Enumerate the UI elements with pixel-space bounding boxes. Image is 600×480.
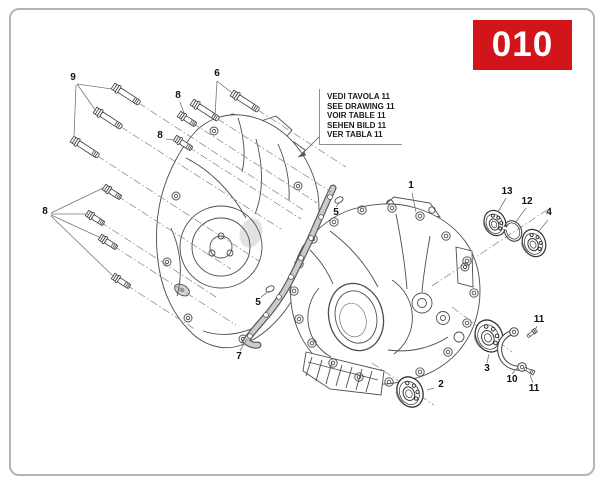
callout-11: 11 <box>528 383 540 394</box>
callout-8: 8 <box>157 130 163 141</box>
callout-9: 9 <box>70 72 76 83</box>
crankcase-right-half <box>289 196 481 396</box>
bolt-8 <box>84 209 107 228</box>
bearing-13 <box>482 209 507 237</box>
bolt-9 <box>92 105 125 132</box>
bolt-9 <box>110 81 143 108</box>
note-line: SEHEN BILD 11 <box>327 120 387 130</box>
dowel-pin <box>334 196 344 204</box>
note-line: SEE DRAWING 11 <box>327 101 395 111</box>
callout-13: 13 <box>501 186 513 197</box>
callout-1: 1 <box>408 180 414 191</box>
callout-5: 5 <box>333 207 339 218</box>
bolt-6 <box>229 88 262 115</box>
bolt-8 <box>176 110 199 129</box>
note-line: VOIR TABLE 11 <box>327 111 386 121</box>
bolt-8 <box>97 233 120 252</box>
gasket <box>241 184 344 349</box>
callout-12: 12 <box>521 196 533 207</box>
callout-4: 4 <box>546 207 552 218</box>
note-line: VEDI TAVOLA 11 <box>327 92 390 101</box>
bolt-9 <box>69 134 102 161</box>
banjo-bolt-11 <box>523 366 536 376</box>
callout-10: 10 <box>506 374 518 385</box>
bolt-8 <box>110 272 133 291</box>
callout-5: 5 <box>255 297 261 308</box>
plate-number-badge: 010 <box>473 20 572 70</box>
cross-reference-note: VEDI TAVOLA 11 SEE DRAWING 11 VOIR TABLE… <box>319 89 402 145</box>
callout-2: 2 <box>438 379 444 390</box>
bearing-3 <box>473 319 504 353</box>
callout-8: 8 <box>42 206 48 217</box>
oil-pipe-10 <box>497 327 527 372</box>
callout-7: 7 <box>236 351 242 362</box>
note-pointer <box>297 136 320 158</box>
callout-3: 3 <box>484 363 490 374</box>
note-line: VER TABLA 11 <box>327 130 383 140</box>
dowel-pin <box>265 285 275 293</box>
callout-6: 6 <box>214 68 220 79</box>
callout-11: 11 <box>533 314 545 325</box>
seal-12 <box>502 220 523 242</box>
bearing-4 <box>520 228 547 258</box>
leader-lines <box>50 80 549 391</box>
bolt-8 <box>101 183 124 202</box>
bearing-2 <box>395 376 424 408</box>
callout-8: 8 <box>175 90 181 101</box>
